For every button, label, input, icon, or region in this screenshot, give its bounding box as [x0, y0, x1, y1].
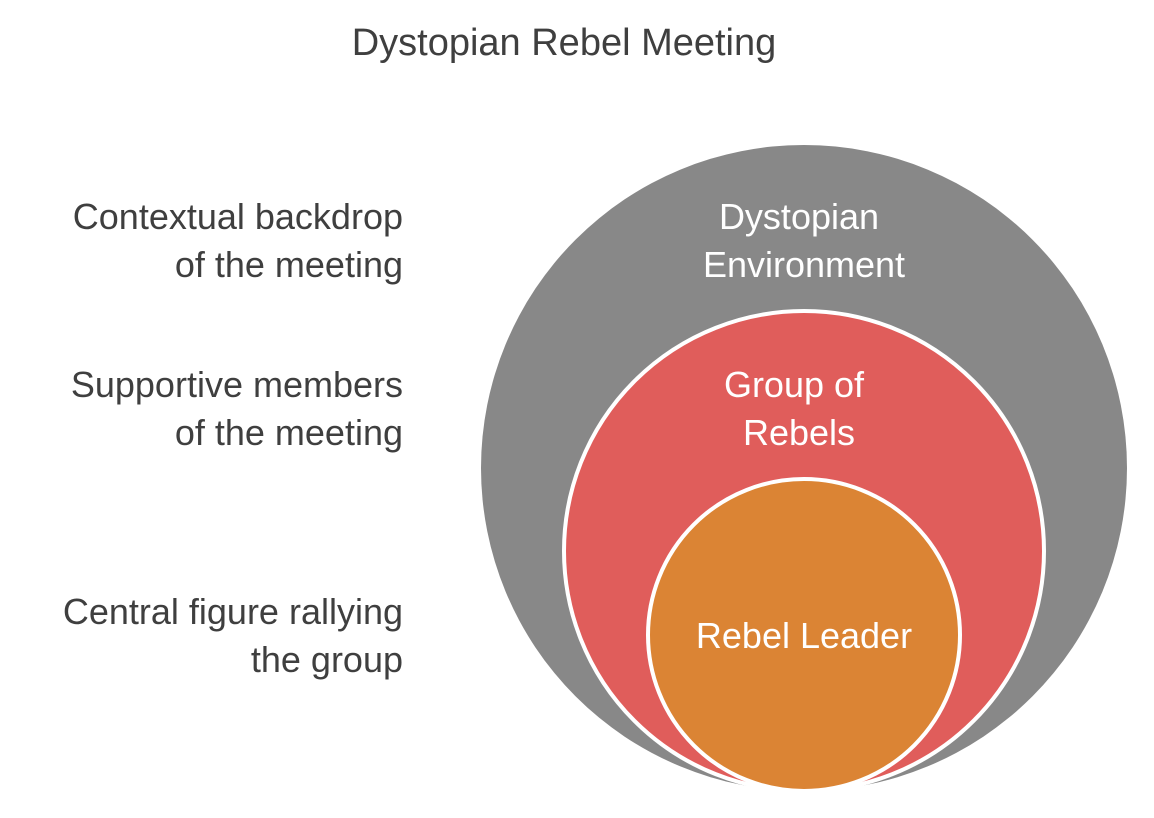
label-environment-description: Contextual backdrop of the meeting: [0, 193, 403, 289]
label-line: Central figure rallying: [62, 591, 403, 632]
label-rebels-description: Supportive members of the meeting: [0, 361, 403, 457]
label-line: of the meeting: [174, 412, 403, 453]
circle-label-line: Dystopian: [719, 196, 879, 237]
circle-rebel-leader: [646, 477, 962, 793]
label-line: Contextual backdrop: [72, 196, 403, 237]
label-leader-description: Central figure rallying the group: [0, 588, 403, 684]
circle-label-rebels: Group of Rebels: [724, 364, 874, 453]
label-line: of the meeting: [174, 244, 403, 285]
circle-label-line: Rebels: [743, 412, 855, 453]
circle-label-environment: Dystopian Environment: [703, 196, 905, 285]
label-line: the group: [250, 639, 403, 680]
circle-label-leader: Rebel Leader: [696, 615, 912, 656]
diagram-title: Dystopian Rebel Meeting: [351, 22, 777, 64]
circle-label-line: Group of: [724, 364, 865, 405]
circle-label-line: Rebel Leader: [696, 615, 912, 656]
circle-label-line: Environment: [703, 244, 905, 285]
label-line: Supportive members: [70, 364, 403, 405]
